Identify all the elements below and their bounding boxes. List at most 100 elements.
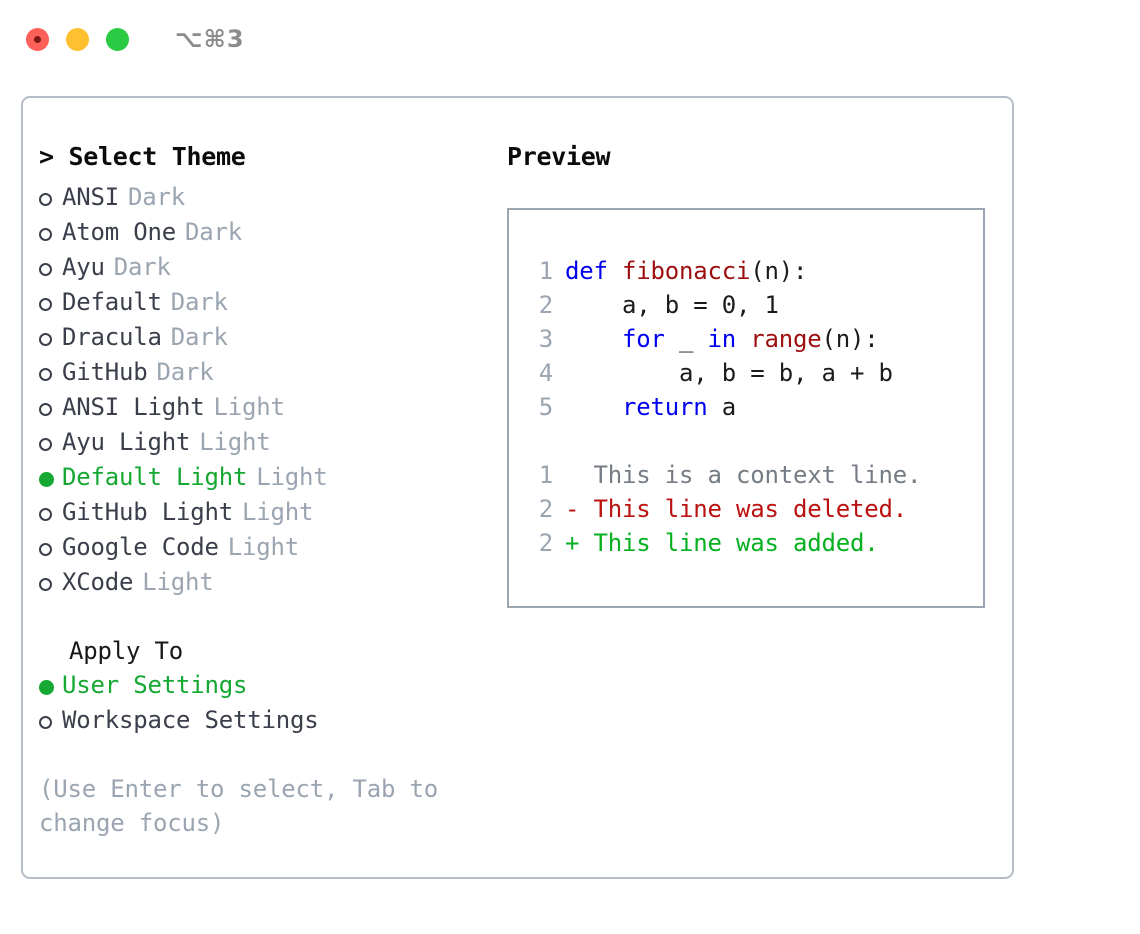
theme-variant-tag: Light	[256, 463, 328, 491]
code-diff-spacer	[527, 424, 983, 458]
diff-marker: +	[565, 529, 594, 557]
radio-bullet	[39, 531, 62, 565]
theme-variant-tag: Light	[227, 533, 299, 561]
radio-unselected-icon	[39, 228, 52, 241]
theme-variant-tag: Light	[242, 498, 314, 526]
line-number: 1	[538, 461, 553, 489]
radio-bullet	[39, 216, 62, 250]
radio-unselected-icon	[39, 263, 52, 276]
theme-variant-tag: Dark	[185, 218, 242, 246]
radio-bullet	[39, 704, 62, 738]
diff-text: This line was added.	[593, 529, 879, 557]
radio-selected-icon	[39, 680, 54, 695]
theme-option-label: Ayu Light	[62, 428, 191, 456]
code-token	[736, 325, 750, 353]
theme-option-label: Ayu	[62, 253, 105, 281]
apply-to-option-label: Workspace Settings	[62, 706, 319, 734]
radio-unselected-icon	[39, 193, 52, 206]
code-line: 3 for _ in range(n):	[527, 322, 983, 356]
preview-heading: Preview	[507, 142, 611, 171]
code-token: def	[565, 257, 622, 285]
radio-unselected-icon	[39, 508, 52, 521]
code-token: for	[622, 325, 665, 353]
section-spacer	[39, 600, 485, 634]
code-token: return	[622, 393, 708, 421]
line-number: 2	[538, 495, 553, 523]
line-number: 4	[538, 359, 553, 387]
maximize-button-icon[interactable]	[106, 27, 129, 51]
theme-option-xcode[interactable]: XCode Light	[39, 565, 485, 600]
theme-option-google-code[interactable]: Google Code Light	[39, 530, 485, 565]
theme-option-github-light[interactable]: GitHub Light Light	[39, 495, 485, 530]
line-number: 2	[538, 291, 553, 319]
theme-option-label: ANSI Light	[62, 393, 205, 421]
theme-option-label: Google Code	[62, 533, 219, 561]
code-token	[565, 393, 622, 421]
radio-unselected-icon	[39, 438, 52, 451]
code-line: 5 return a	[527, 390, 983, 424]
diff-line-add: 2+ This line was added.	[527, 526, 983, 560]
code-token: (n):	[750, 257, 808, 285]
theme-option-dracula[interactable]: Dracula Dark	[39, 320, 485, 355]
theme-option-label: ANSI	[62, 183, 119, 211]
theme-option-ansi[interactable]: ANSI Dark	[39, 180, 485, 215]
theme-option-label: Dracula	[62, 323, 162, 351]
code-line: 2 a, b = 0, 1	[527, 288, 983, 322]
code-line: 1 def fibonacci(n):	[527, 254, 983, 288]
diff-line-del: 2- This line was deleted.	[527, 492, 983, 526]
diff-text: This line was deleted.	[593, 495, 908, 523]
apply-to-option-workspace-settings[interactable]: Workspace Settings	[39, 703, 485, 738]
theme-variant-tag: Light	[142, 568, 214, 596]
theme-option-label: XCode	[62, 568, 134, 596]
theme-variant-tag: Dark	[170, 323, 228, 351]
title-bar: ⌥⌘3	[0, 0, 1140, 78]
theme-variant-tag: Dark	[156, 358, 214, 386]
close-button-icon[interactable]	[26, 27, 49, 51]
code-token: range	[750, 325, 822, 353]
radio-unselected-icon	[39, 368, 52, 381]
line-number: 1	[538, 257, 553, 285]
apply-to-label: Apply To	[69, 637, 183, 665]
theme-option-default-light[interactable]: Default Light Light	[39, 460, 485, 495]
radio-unselected-icon	[39, 543, 52, 556]
theme-option-label: GitHub Light	[62, 498, 233, 526]
code-token: in	[707, 325, 737, 353]
theme-variant-tag: Dark	[128, 183, 185, 211]
radio-selected-icon	[39, 472, 54, 487]
theme-option-label: Default Light	[62, 463, 248, 491]
code-line: 4 a, b = b, a + b	[527, 356, 983, 390]
radio-unselected-icon	[39, 403, 52, 416]
apply-to-option-label: User Settings	[62, 671, 248, 699]
select-theme-heading: > Select Theme	[39, 142, 485, 171]
radio-bullet	[39, 321, 62, 355]
apply-to-option-user-settings[interactable]: User Settings	[39, 668, 485, 703]
keyboard-hint-text: (Use Enter to select, Tab to change focu…	[39, 775, 438, 837]
code-token: a, b = b, a + b	[565, 359, 893, 387]
radio-bullet	[39, 286, 62, 320]
line-number: 3	[538, 325, 553, 353]
diff-marker: -	[565, 495, 594, 523]
code-token: fibonacci	[622, 257, 751, 285]
code-token: a	[707, 393, 736, 421]
minimize-button-icon[interactable]	[66, 27, 89, 51]
radio-unselected-icon	[39, 716, 52, 729]
radio-bullet	[39, 356, 62, 390]
diff-sample: 1 This is a context line.2- This line wa…	[527, 458, 983, 560]
prompt-caret-icon: >	[39, 142, 69, 171]
radio-bullet	[39, 566, 62, 600]
radio-bullet	[39, 181, 62, 215]
code-token: a, b = 0, 1	[565, 291, 779, 319]
line-number: 5	[538, 393, 553, 421]
